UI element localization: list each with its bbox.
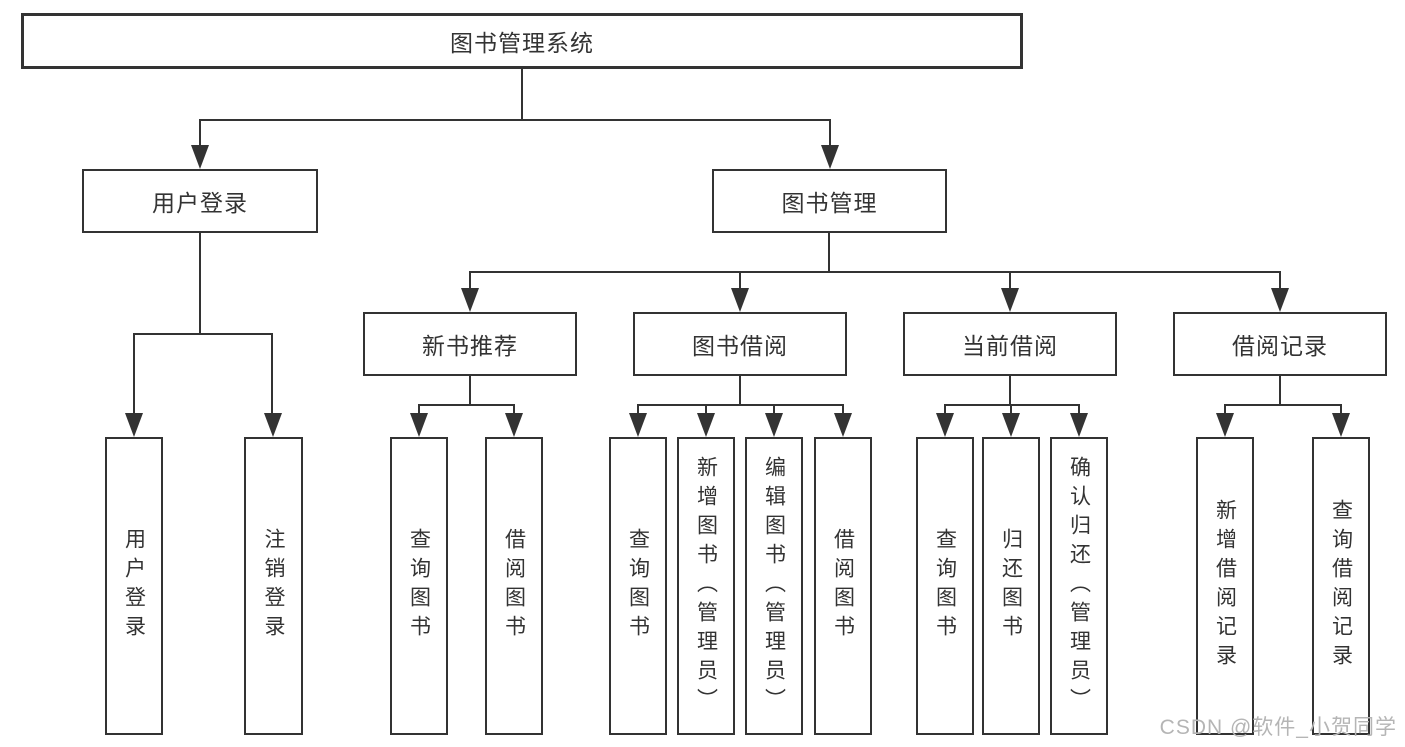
connector-line	[1279, 376, 1281, 405]
connector-line	[199, 119, 201, 147]
node-label: 新增图书（管理员）	[694, 455, 718, 717]
arrowhead-down	[264, 413, 282, 437]
leaf-borrow-edit-book-admin: 编辑图书（管理员）	[745, 437, 803, 735]
connector-line	[199, 119, 831, 121]
leaf-login-logout: 注销登录	[244, 437, 303, 735]
leaf-borrow-borrow-book: 借阅图书	[814, 437, 872, 735]
arrowhead-down	[936, 413, 954, 437]
arrowhead-down	[821, 145, 839, 169]
connector-line	[1224, 404, 1342, 406]
connector-line	[773, 404, 775, 415]
connector-line	[1078, 404, 1080, 415]
connector-line	[418, 404, 515, 406]
connector-line	[705, 404, 707, 415]
arrowhead-down	[1332, 413, 1350, 437]
node-label: 新书推荐	[422, 333, 518, 359]
leaf-records-add-borrow-record: 新增借阅记录	[1196, 437, 1254, 735]
connector-line	[469, 376, 471, 405]
leaf-recommend-query-book: 查询图书	[390, 437, 448, 735]
arrowhead-down	[834, 413, 852, 437]
node-label: 用户登录	[122, 528, 146, 644]
arrowhead-down	[765, 413, 783, 437]
connector-line	[944, 404, 946, 415]
connector-line	[271, 333, 273, 415]
connector-line	[829, 119, 831, 147]
connector-line	[1279, 271, 1281, 290]
leaf-recommend-borrow-book: 借阅图书	[485, 437, 543, 735]
arrowhead-down	[629, 413, 647, 437]
arrowhead-down	[1002, 413, 1020, 437]
connector-line	[1009, 271, 1011, 290]
leaf-current-query-book: 查询图书	[916, 437, 974, 735]
node-user-login: 用户登录	[82, 169, 318, 233]
leaf-current-confirm-return-admin: 确认归还（管理员）	[1050, 437, 1108, 735]
connector-line	[469, 271, 1281, 273]
connector-line	[1009, 376, 1011, 405]
csdn-watermark: CSDN @软件_小贺同学	[1159, 716, 1397, 739]
connector-line	[1340, 404, 1342, 415]
arrowhead-down	[731, 288, 749, 312]
arrowhead-down	[1216, 413, 1234, 437]
node-label: 查询图书	[933, 528, 957, 644]
connector-line	[944, 404, 1080, 406]
connector-line	[828, 233, 830, 272]
leaf-records-query-borrow-record: 查询借阅记录	[1312, 437, 1370, 735]
connector-line	[199, 233, 201, 335]
node-label: 新增借阅记录	[1213, 499, 1237, 673]
leaf-borrow-query-book: 查询图书	[609, 437, 667, 735]
arrowhead-down	[125, 413, 143, 437]
connector-line	[513, 404, 515, 415]
node-label: 当前借阅	[962, 333, 1058, 359]
connector-line	[739, 271, 741, 290]
connector-line	[842, 404, 844, 415]
node-book-borrowing: 图书借阅	[633, 312, 847, 376]
node-label: 归还图书	[999, 528, 1023, 644]
node-label: 借阅图书	[502, 528, 526, 644]
node-label: 用户登录	[152, 190, 248, 216]
connector-line	[1224, 404, 1226, 415]
node-label: 查询借阅记录	[1329, 499, 1353, 673]
node-label: 图书管理	[781, 190, 878, 216]
node-label: 查询图书	[407, 528, 431, 644]
leaf-login-user-login: 用户登录	[105, 437, 163, 735]
connector-line	[133, 333, 135, 415]
arrowhead-down	[410, 413, 428, 437]
node-root-library-system: 图书管理系统	[21, 13, 1023, 69]
arrowhead-down	[1070, 413, 1088, 437]
node-label: 图书管理系统	[450, 30, 594, 56]
connector-line	[637, 404, 639, 415]
node-label: 注销登录	[262, 528, 285, 644]
node-label: 查询图书	[626, 528, 650, 644]
connector-line	[521, 69, 523, 120]
connector-line	[739, 376, 741, 405]
connector-line	[1010, 404, 1012, 415]
node-label: 编辑图书（管理员）	[762, 455, 786, 717]
connector-line	[637, 404, 844, 406]
arrowhead-down	[505, 413, 523, 437]
leaf-borrow-add-book-admin: 新增图书（管理员）	[677, 437, 735, 735]
arrowhead-down	[1001, 288, 1019, 312]
node-current-borrowing: 当前借阅	[903, 312, 1117, 376]
node-label: 借阅记录	[1232, 333, 1328, 359]
arrowhead-down	[191, 145, 209, 169]
arrowhead-down	[461, 288, 479, 312]
arrowhead-down	[697, 413, 715, 437]
arrowhead-down	[1271, 288, 1289, 312]
node-book-management: 图书管理	[712, 169, 947, 233]
node-label: 确认归还（管理员）	[1067, 455, 1091, 717]
node-label: 借阅图书	[831, 528, 855, 644]
connector-line	[133, 333, 273, 335]
node-borrowing-records: 借阅记录	[1173, 312, 1387, 376]
connector-line	[418, 404, 420, 415]
node-label: 图书借阅	[692, 333, 788, 359]
connector-line	[469, 271, 471, 290]
node-new-book-recommend: 新书推荐	[363, 312, 577, 376]
leaf-current-return-book: 归还图书	[982, 437, 1040, 735]
